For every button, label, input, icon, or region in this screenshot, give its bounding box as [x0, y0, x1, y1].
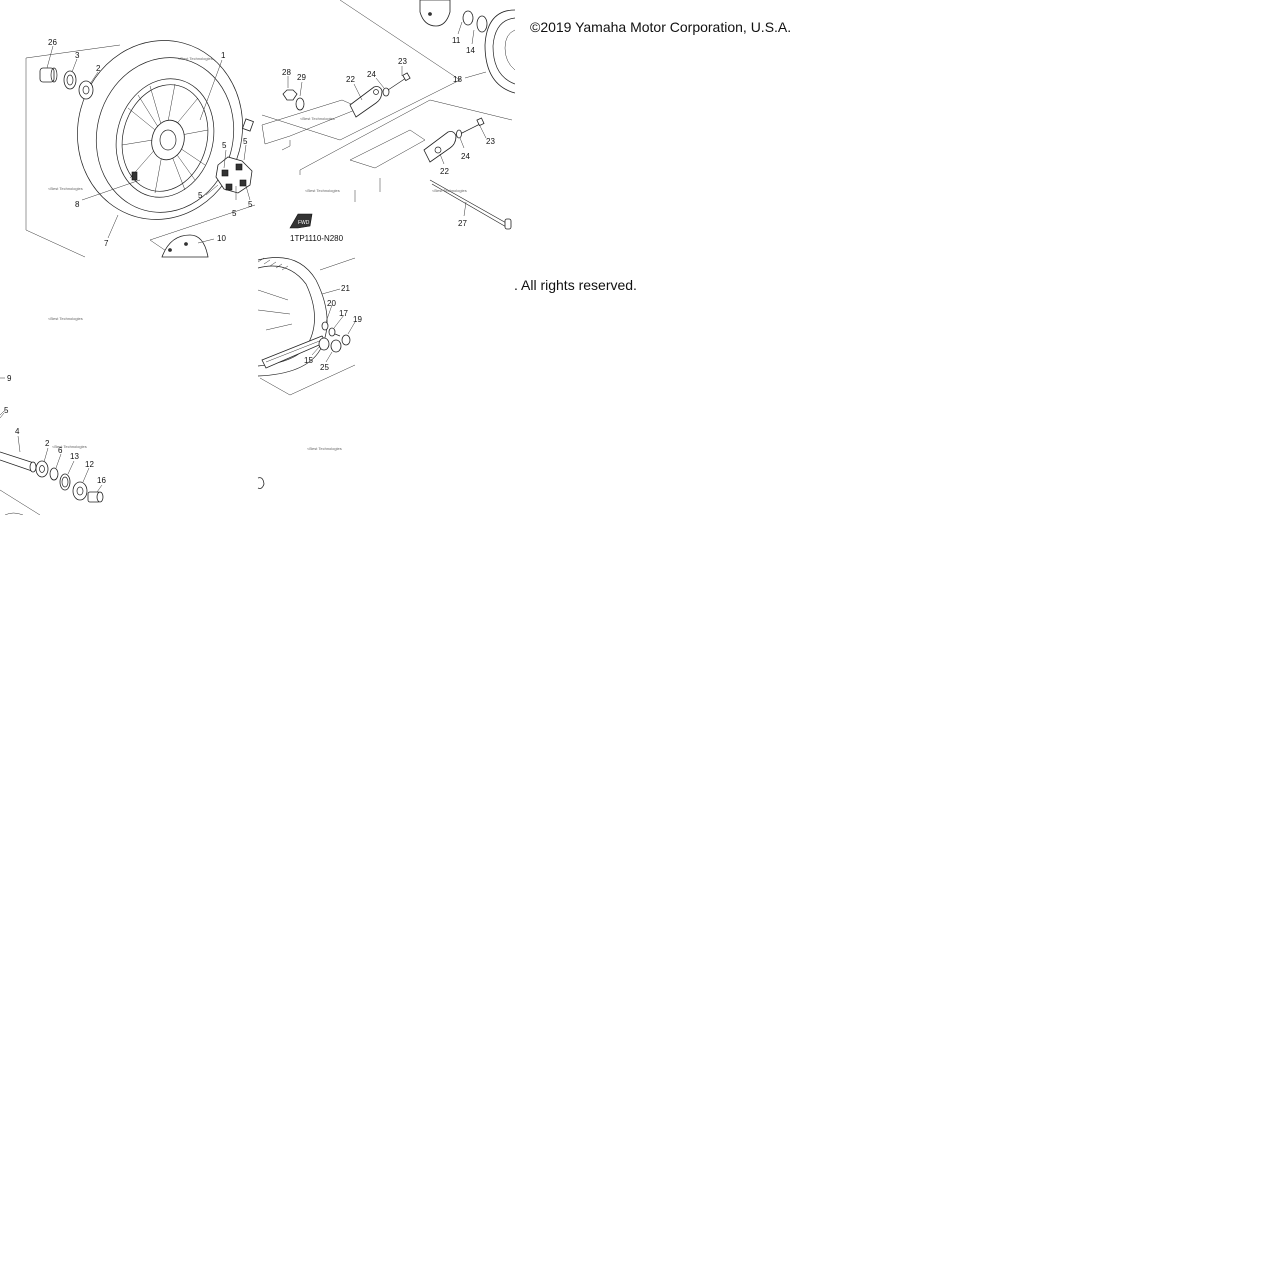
part-22-plate [349, 86, 383, 118]
part-label: 5 [222, 141, 227, 150]
part-label: 17 [339, 309, 348, 318]
part-label: 5 [4, 406, 9, 415]
fwd-arrow: FWD [289, 213, 313, 229]
part-label: 16 [97, 476, 106, 485]
part-13-ring [59, 473, 71, 491]
part-29-washer [295, 97, 305, 111]
part-label: 23 [398, 57, 407, 66]
part-label: 2 [45, 439, 50, 448]
leaders-right [287, 21, 487, 217]
part-label: 25 [320, 363, 329, 372]
part-label: 20 [327, 299, 336, 308]
part-label: 11 [452, 36, 461, 45]
damper-group [215, 118, 254, 194]
watermark: <Best Technologies [432, 188, 467, 193]
part-label: 27 [458, 219, 467, 228]
parts-diagram: <Best Technologies <Best Technologies 26… [0, 0, 515, 515]
part-label: 22 [440, 167, 449, 176]
part-label: 6 [58, 446, 63, 455]
watermark: <Best Technologies [307, 446, 342, 451]
part-4-spacer [0, 451, 37, 473]
watermark: <Best Technologies [178, 56, 213, 61]
swingarm-lower [349, 129, 426, 169]
leaders-axle [0, 377, 103, 493]
part-27-axle [429, 179, 512, 230]
rim [115, 78, 215, 198]
watermark: <Best Technologies [305, 188, 340, 193]
part-label: 8 [75, 200, 80, 209]
part-label: 29 [297, 73, 306, 82]
part-label: 12 [85, 460, 94, 469]
part-18-pulley [484, 9, 515, 94]
part-26-collar [39, 67, 58, 83]
copyright-text: ©2019 Yamaha Motor Corporation, U.S.A. [530, 19, 792, 35]
part-label: 23 [486, 137, 495, 146]
part-label: 5 [248, 200, 253, 209]
part-label: 10 [217, 234, 226, 243]
watermark: <Best Technologies [48, 186, 83, 191]
part-23-bolt [387, 72, 411, 91]
part-3-seal [63, 70, 77, 90]
part-2-bearing [35, 460, 49, 478]
valve [131, 171, 138, 181]
part-label: 5 [232, 209, 237, 218]
part-22-plate [423, 131, 457, 163]
part-6-collar [49, 467, 59, 481]
part-label: 2 [96, 64, 101, 73]
swingarm-upper [261, 99, 361, 145]
part-2-bearing [78, 80, 94, 100]
part-25-collar [330, 339, 342, 353]
watermark: <Best Technologies [48, 316, 83, 321]
watermark: <Best Technologies [300, 116, 335, 121]
part-label: 26 [48, 38, 57, 47]
part-23-bolt [459, 117, 485, 135]
tile-wheel-left: <Best Technologies <Best Technologies 26… [25, 38, 256, 258]
part-label: 28 [282, 68, 291, 77]
part-label: 19 [353, 315, 362, 324]
svg-text:FWD: FWD [298, 220, 310, 226]
part-label: 7 [104, 239, 109, 248]
tile-swingarm: FWD <Best Technologies <Best Technologie… [261, 0, 515, 243]
leaders-left [46, 45, 251, 244]
part-19-nut [341, 334, 351, 346]
part-15-ring [318, 337, 330, 351]
part-label: 3 [75, 51, 80, 60]
part-label: 22 [346, 75, 355, 84]
tile-rear-wheel: <Best Technologies 21 20 17 19 15 25 [257, 257, 362, 489]
tire [77, 40, 243, 220]
part-17-bolt [328, 327, 341, 337]
tile-axle-parts: <Best Technologies <Best Technologies [0, 316, 106, 515]
part-11-hub [419, 0, 451, 27]
part-label: 18 [453, 75, 462, 84]
part-label: 1 [221, 51, 226, 60]
part-20-washer [321, 321, 329, 331]
part-label: 21 [341, 284, 350, 293]
watermark: <Best Technologies [52, 444, 87, 449]
part-label: 24 [367, 70, 376, 79]
part-label: 5 [243, 137, 248, 146]
part-label: 14 [466, 46, 475, 55]
part-label: 13 [70, 452, 79, 461]
part-28-nut [282, 89, 298, 101]
part-label: 24 [461, 152, 470, 161]
part-12-seal [72, 481, 88, 501]
hub [151, 119, 185, 161]
belt [261, 335, 327, 369]
part-label: 4 [15, 427, 20, 436]
part-label: 5 [198, 191, 203, 200]
leaders-rear [311, 288, 356, 363]
part-14-ring [462, 10, 474, 26]
diagram-code: 1TP1110-N280 [290, 234, 344, 243]
rights-text: . All rights reserved. [514, 277, 637, 293]
part-label: 9 [7, 374, 12, 383]
part-16-collar [87, 491, 104, 503]
rear-wheel [257, 257, 328, 377]
part-10-hub [161, 234, 209, 258]
part-label: 15 [304, 356, 313, 365]
